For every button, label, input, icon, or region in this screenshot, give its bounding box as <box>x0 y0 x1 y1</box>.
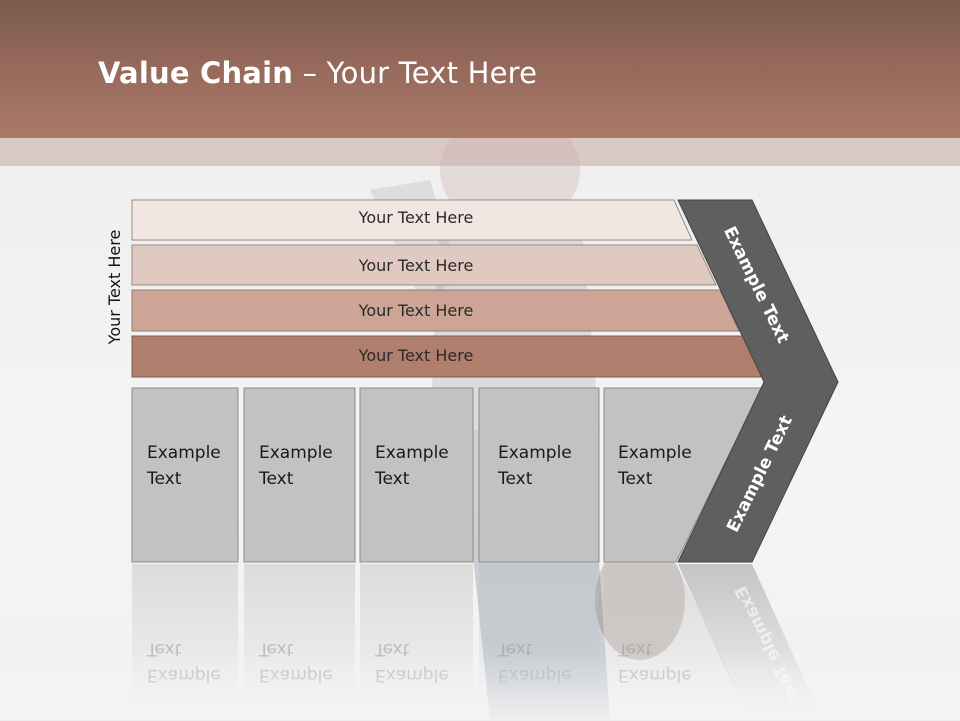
column-5-line1: Example <box>618 443 692 463</box>
title-bold: Value Chain <box>98 56 294 90</box>
column-4 <box>478 387 600 563</box>
column-2 <box>243 387 356 563</box>
column-4-line1: Example <box>498 443 572 463</box>
slide-title: Value Chain – Your Text Here <box>98 56 537 90</box>
column-1 <box>131 387 239 563</box>
bar-2-label: Your Text Here <box>358 256 474 275</box>
bottom-fade <box>0 650 960 720</box>
bar-1-label: Your Text Here <box>358 208 474 227</box>
bar-3-label: Your Text Here <box>358 301 474 320</box>
column-5 <box>603 387 763 563</box>
bar-1 <box>131 199 693 241</box>
column-1-line1: Example <box>147 443 221 463</box>
column-3-line2: Text <box>375 469 410 489</box>
title-rest: – Your Text Here <box>293 56 538 90</box>
bar-3 <box>131 289 740 332</box>
column-4-line2: Text <box>498 469 533 489</box>
column-2-line2: Text <box>259 469 294 489</box>
bar-2 <box>131 244 717 286</box>
header-band <box>0 138 960 166</box>
column-5-line2: Text <box>618 469 653 489</box>
column-2-line1: Example <box>259 443 333 463</box>
column-3-line1: Example <box>375 443 449 463</box>
column-3 <box>359 387 474 563</box>
bar-4-label: Your Text Here <box>358 346 474 365</box>
chevron-arrow <box>677 199 839 563</box>
column-1-line2: Text <box>147 469 182 489</box>
header-bar <box>0 0 960 138</box>
